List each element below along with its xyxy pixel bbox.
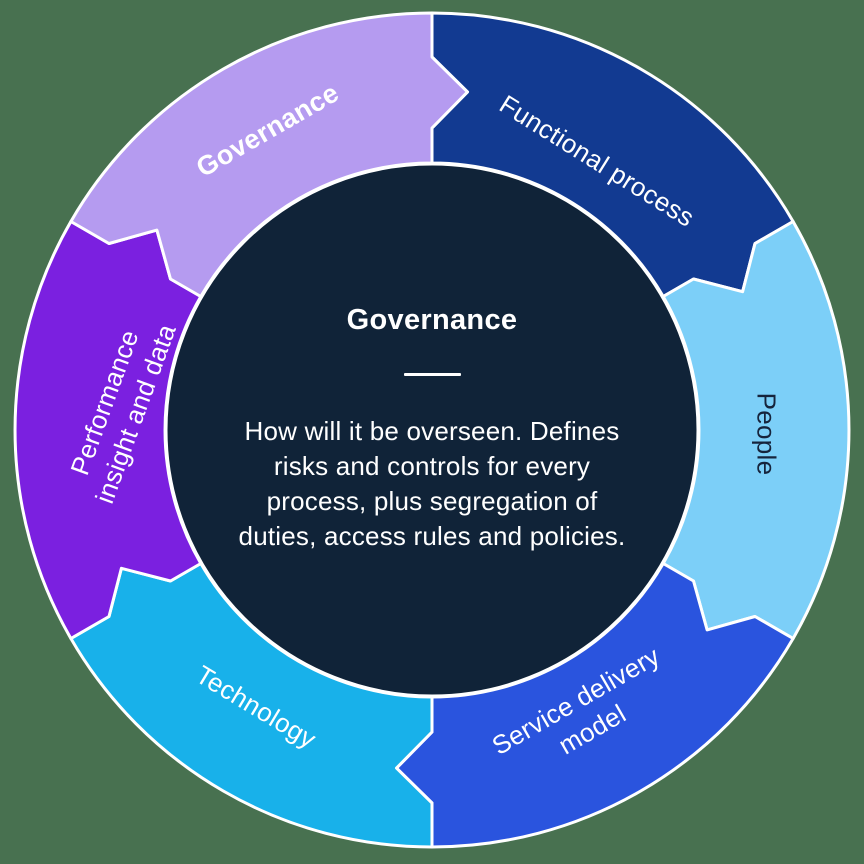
segment-label-people[interactable]: People: [751, 392, 782, 476]
center-divider: [403, 373, 461, 376]
center-body-line: How will it be overseen. Defines: [244, 416, 620, 446]
center-body-line: process, plus segregation of: [266, 486, 598, 516]
center-title: Governance: [346, 304, 518, 336]
center-body-line: risks and controls for every: [273, 451, 591, 481]
center-content: Governance How will it be overseen. Defi…: [202, 303, 662, 554]
center-body-line: duties, access rules and policies.: [238, 521, 626, 551]
center-circle: [164, 162, 700, 698]
center-body: How will it be overseen. Defines risks a…: [202, 414, 662, 554]
